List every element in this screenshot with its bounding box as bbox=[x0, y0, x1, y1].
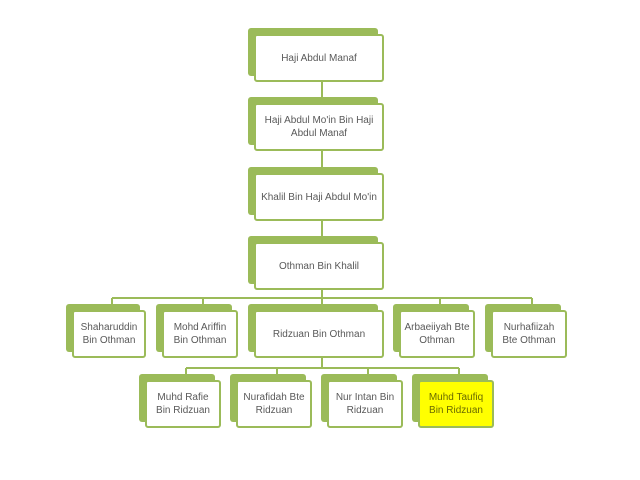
person-node-othman: Othman Bin Khalil bbox=[248, 236, 384, 290]
person-name: Shaharuddin Bin Othman bbox=[72, 310, 146, 358]
person-name: Nurafidah Bte Ridzuan bbox=[236, 380, 312, 428]
person-name: Mohd Ariffin Bin Othman bbox=[162, 310, 238, 358]
person-node-nurintan: Nur Intan Bin Ridzuan bbox=[321, 374, 403, 428]
person-node-shaharuddin: Shaharuddin Bin Othman bbox=[66, 304, 146, 358]
person-name: Nurhafiizah Bte Othman bbox=[491, 310, 567, 358]
person-node-arbaeiiyah: Arbaeiiyah Bte Othman bbox=[393, 304, 475, 358]
person-node-khalil: Khalil Bin Haji Abdul Mo'in bbox=[248, 167, 384, 221]
person-name: Othman Bin Khalil bbox=[254, 242, 384, 290]
person-name: Haji Abdul Mo'in Bin Haji Abdul Manaf bbox=[254, 103, 384, 151]
person-node-rafie: Muhd Rafie Bin Ridzuan bbox=[139, 374, 221, 428]
person-node-nurafidah: Nurafidah Bte Ridzuan bbox=[230, 374, 312, 428]
person-node-nurhafiizah: Nurhafiizah Bte Othman bbox=[485, 304, 567, 358]
person-node-taufiq: Muhd Taufiq Bin Ridzuan bbox=[412, 374, 494, 428]
person-node-abdul-manaf: Haji Abdul Manaf bbox=[248, 28, 384, 82]
person-name: Ridzuan Bin Othman bbox=[254, 310, 384, 358]
person-name: Muhd Taufiq Bin Ridzuan bbox=[418, 380, 494, 428]
person-name: Arbaeiiyah Bte Othman bbox=[399, 310, 475, 358]
person-name: Khalil Bin Haji Abdul Mo'in bbox=[254, 173, 384, 221]
person-name: Nur Intan Bin Ridzuan bbox=[327, 380, 403, 428]
person-name: Muhd Rafie Bin Ridzuan bbox=[145, 380, 221, 428]
person-node-ariffin: Mohd Ariffin Bin Othman bbox=[156, 304, 238, 358]
person-name: Haji Abdul Manaf bbox=[254, 34, 384, 82]
person-node-abdul-moin: Haji Abdul Mo'in Bin Haji Abdul Manaf bbox=[248, 97, 384, 151]
person-node-ridzuan: Ridzuan Bin Othman bbox=[248, 304, 384, 358]
